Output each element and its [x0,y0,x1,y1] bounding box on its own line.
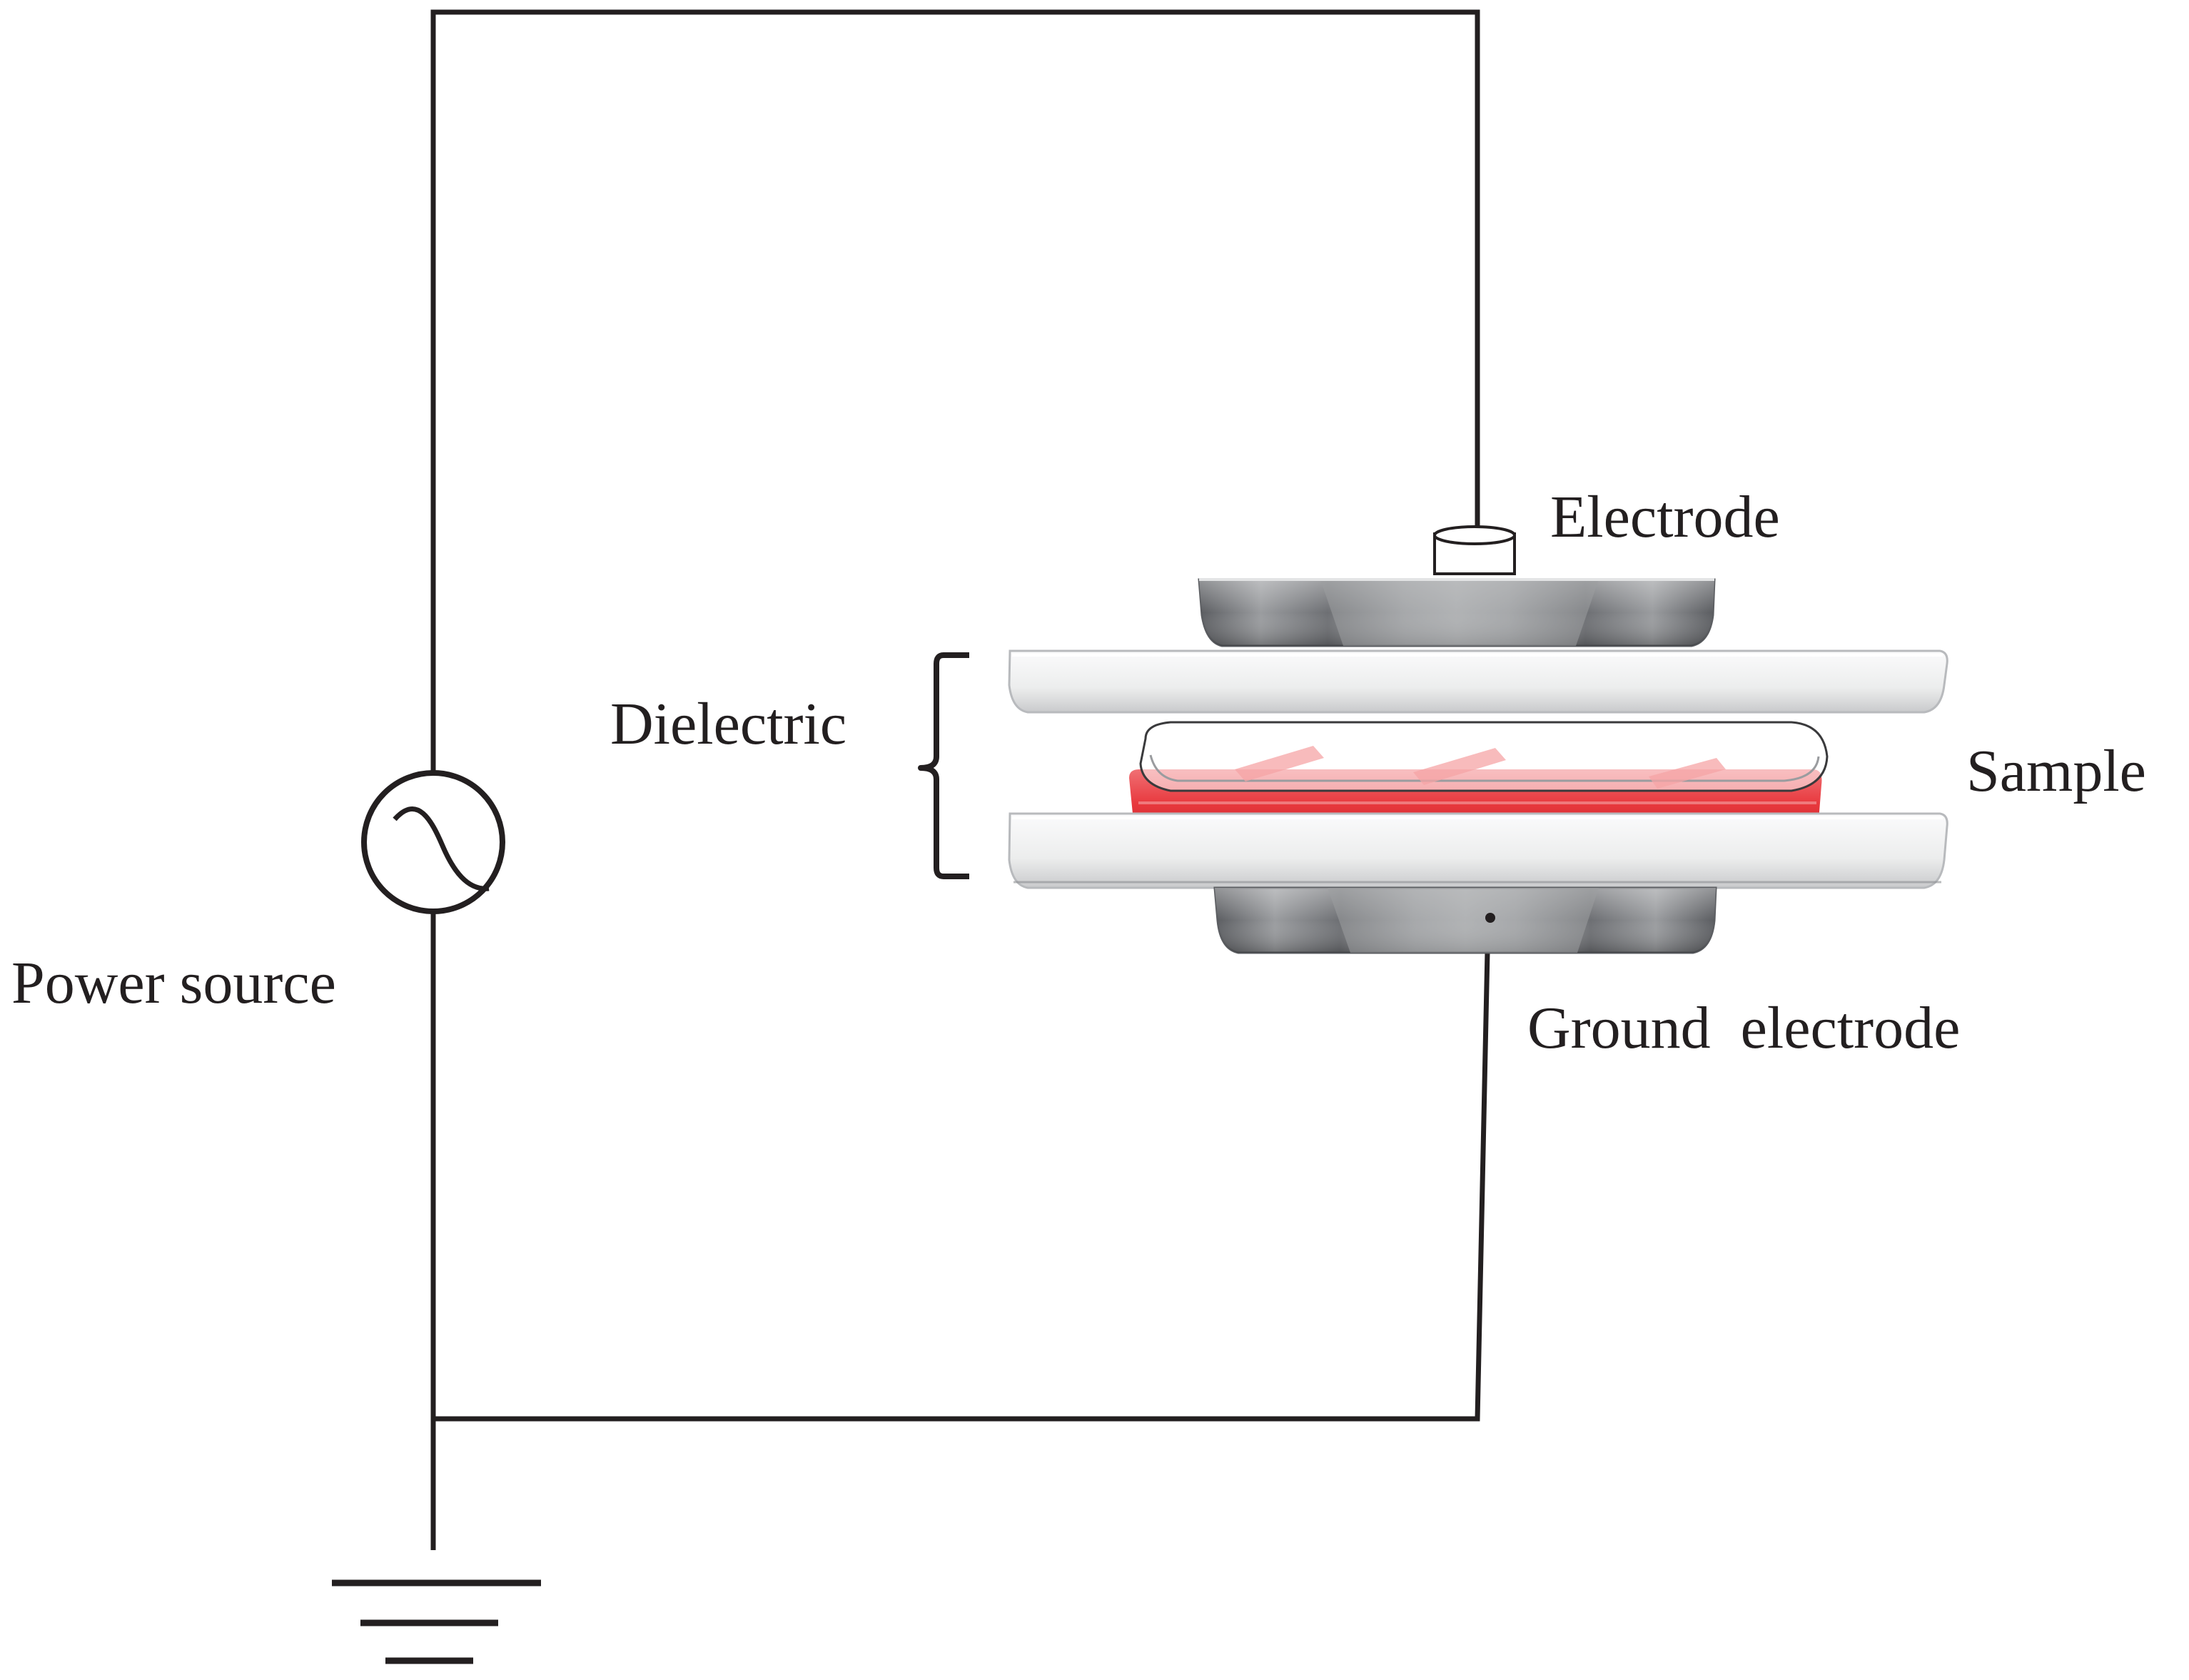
ground-electrode [1213,886,1717,954]
upper-dielectric-plate [1008,649,1948,714]
electrode-connector [1433,525,1516,575]
sample-label: Sample [1966,738,2146,804]
electrode-label: Electrode [1550,484,1780,550]
earth-ground-icon [332,1579,541,1664]
wire-ground-return [433,918,1491,1422]
ground-electrode-label: Ground electrode [1527,995,1960,1061]
ac-power-source-icon [361,770,505,914]
wire-top [430,9,1480,773]
dielectric-label: Dielectric [610,691,846,757]
dielectric-bracket [918,652,969,879]
power-source-label: Power source [11,950,336,1016]
top-electrode [1198,578,1716,647]
ground-electrode-terminal [1485,913,1495,923]
circuit-wires [430,9,1491,1550]
lower-dielectric-plate [1008,812,1948,889]
